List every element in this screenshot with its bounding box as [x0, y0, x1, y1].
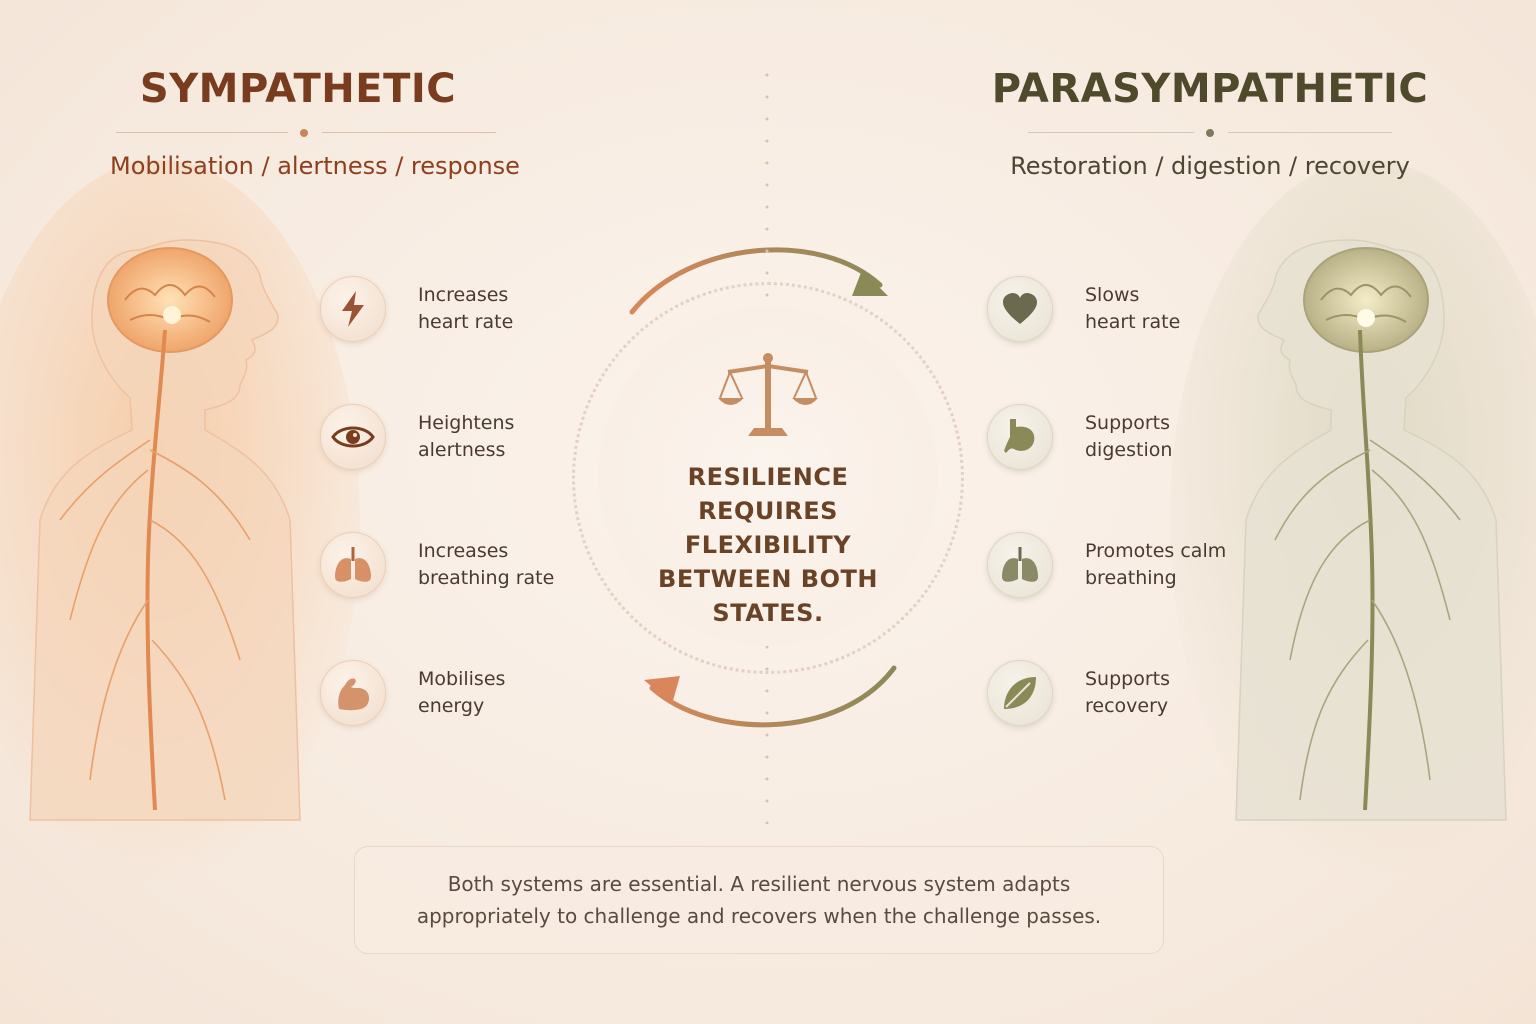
sympathetic-item: Heightens alertness [320, 404, 514, 470]
lightning-icon [320, 276, 386, 342]
sympathetic-item: Increases heart rate [320, 276, 513, 342]
parasympathetic-item: Promotes calm breathing [987, 532, 1226, 598]
lungs-icon [987, 532, 1053, 598]
parasympathetic-figure [1170, 160, 1536, 880]
center-message: RESILIENCE REQUIRES FLEXIBILITY BETWEEN … [658, 463, 878, 627]
cycle-arrows [629, 247, 897, 728]
flexed-arm-icon [320, 660, 386, 726]
parasympathetic-title: PARASYMPATHETIC [991, 66, 1429, 112]
stomach-icon [987, 404, 1053, 470]
sympathetic-item-label: Increases heart rate [418, 284, 514, 333]
footer-box: Both systems are essential. A resilient … [354, 846, 1164, 954]
parasympathetic-item-label: Supports digestion [1085, 412, 1173, 461]
eye-icon [320, 404, 386, 470]
lungs-icon [320, 532, 386, 598]
balance-scale-icon [718, 352, 818, 442]
sympathetic-item: Mobilises energy [320, 660, 505, 726]
footer-text: Both systems are essential. A resilient … [416, 872, 1102, 928]
sympathetic-item-label: Increases breathing rate [418, 540, 555, 589]
sympathetic-item-label: Mobilises energy [418, 668, 506, 717]
leaf-icon [987, 660, 1053, 726]
parasympathetic-item-label: Supports recovery [1085, 668, 1171, 717]
center-ring [572, 282, 964, 674]
parasympathetic-divider [1028, 126, 1392, 140]
heart-icon [987, 276, 1053, 342]
parasympathetic-item: Supports recovery [987, 660, 1170, 726]
sympathetic-item-label: Heightens alertness [418, 412, 515, 461]
parasympathetic-subtitle: Restoration / digestion / recovery [1010, 152, 1410, 180]
parasympathetic-item-label: Slows heart rate [1085, 284, 1181, 333]
sympathetic-item: Increases breathing rate [320, 532, 554, 598]
parasympathetic-item-label: Promotes calm breathing [1085, 540, 1227, 589]
sympathetic-subtitle: Mobilisation / alertness / response [110, 152, 520, 180]
sympathetic-figure [0, 160, 360, 880]
sympathetic-divider [116, 126, 496, 140]
parasympathetic-item: Slows heart rate [987, 276, 1180, 342]
parasympathetic-item: Supports digestion [987, 404, 1172, 470]
sympathetic-title: SYMPATHETIC [139, 66, 457, 112]
